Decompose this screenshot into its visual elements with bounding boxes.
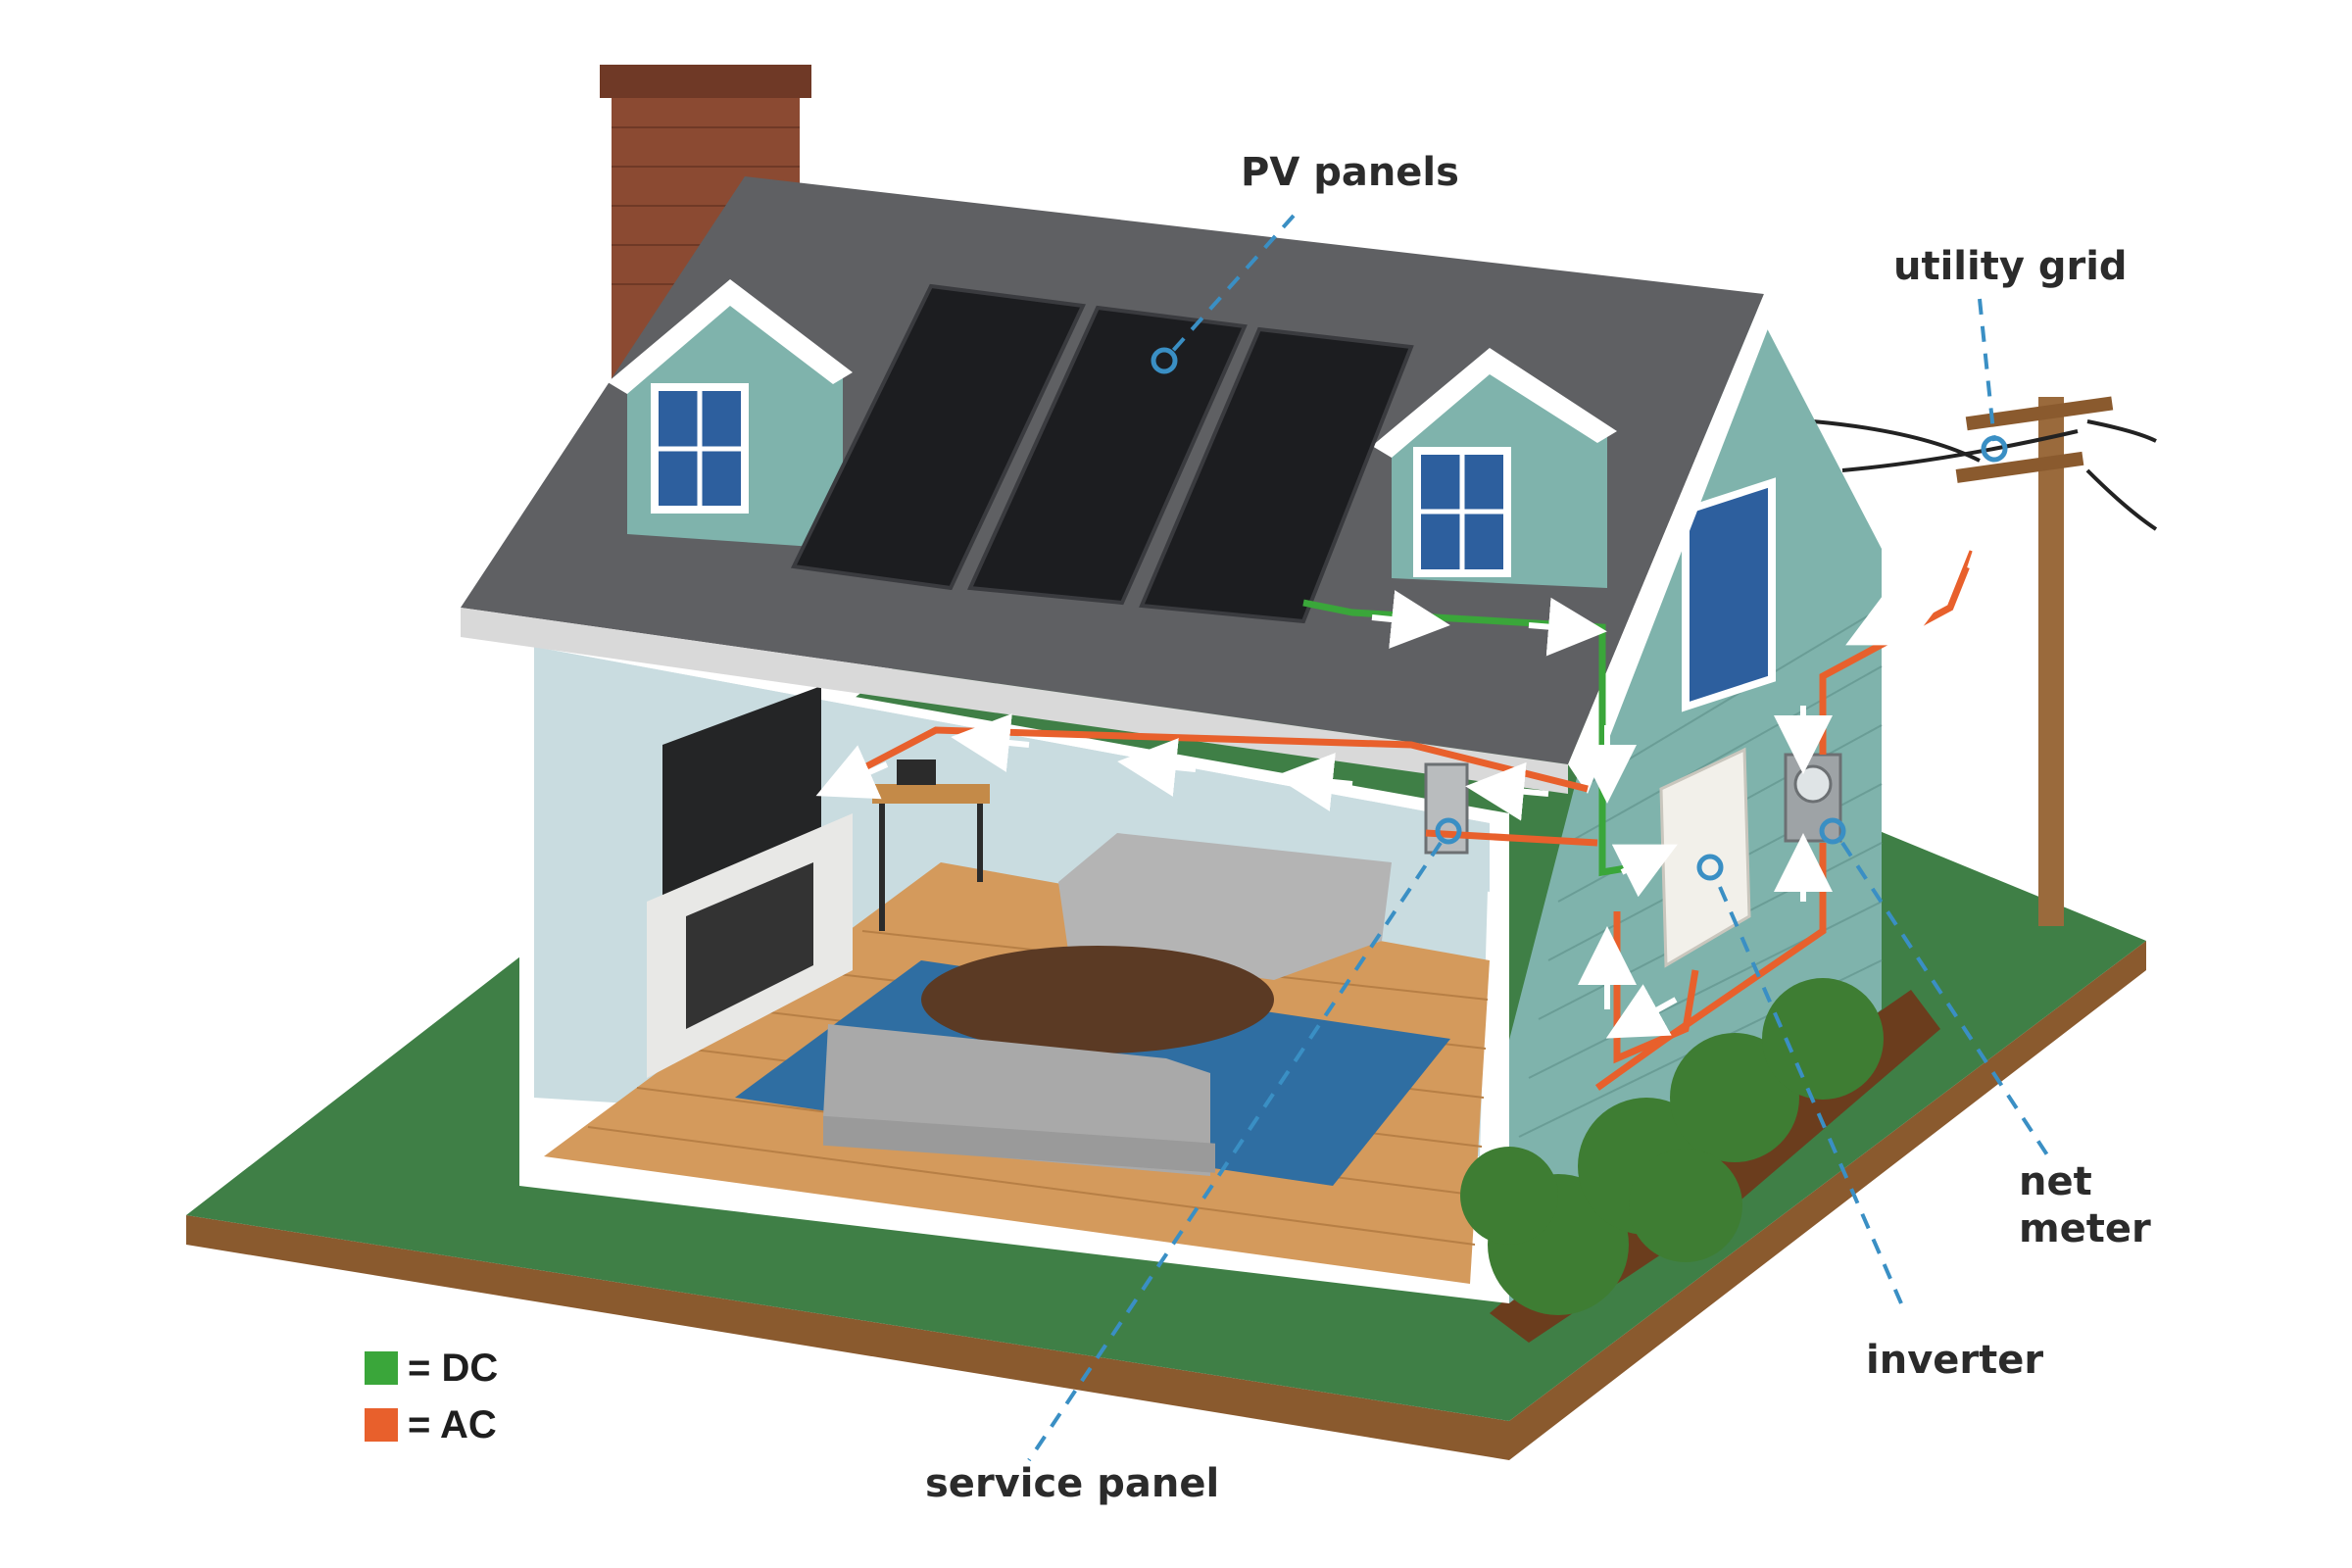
callout-markers (1151, 347, 2008, 881)
inverter-label: inverter (1866, 1338, 2044, 1383)
pv-panel-1 (790, 283, 1086, 591)
pv-panel-2 (967, 305, 1248, 606)
dormer-left (608, 279, 853, 549)
inverter-marker (1696, 854, 1724, 881)
ac-swatch (365, 1408, 398, 1442)
utility-grid-label: utility grid (1893, 244, 2128, 289)
dc-swatch (365, 1351, 398, 1385)
pv-panel-3 (1139, 326, 1414, 624)
net-meter-label-line1: net (2019, 1159, 2092, 1204)
service-panel-marker (1435, 817, 1462, 845)
net-meter-marker (1819, 817, 1846, 845)
service-panel-label: service panel (925, 1461, 1220, 1506)
flow-arrows (815, 496, 2003, 1039)
utility-pole (1812, 396, 2158, 926)
legend-ac-text: = AC (408, 1402, 497, 1446)
net-meter-label-line2: meter (2019, 1206, 2151, 1251)
legend-dc-text: = DC (408, 1346, 499, 1390)
utility-grid-marker (1981, 435, 2008, 463)
callout-leaders (1027, 214, 2050, 1462)
net-meter-label: net meter (2019, 1158, 2151, 1252)
dormer-right (1372, 348, 1617, 588)
pv-panel-array (790, 283, 1414, 624)
legend-row-ac: = AC (365, 1399, 498, 1450)
interior-room (519, 637, 1509, 1303)
bushes (1460, 978, 1884, 1315)
pv-panels-marker (1151, 347, 1178, 374)
pv-panels-label: PV panels (1241, 150, 1459, 195)
legend-row-dc: = DC (365, 1343, 498, 1394)
legend: = DC = AC (365, 1343, 498, 1456)
